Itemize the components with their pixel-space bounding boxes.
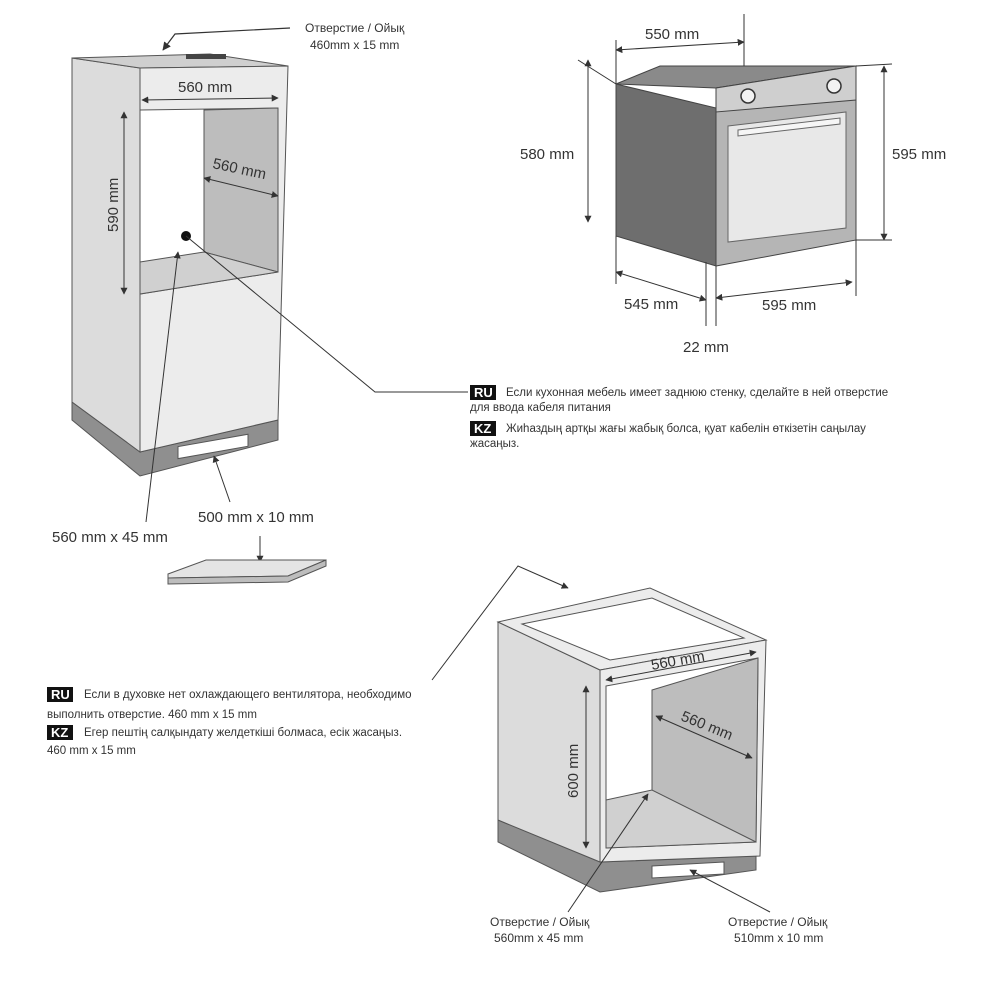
note-vent-ru-line2: выполнить отверстие. 460 mm x 15 mm	[47, 709, 257, 721]
oven-width: 550 mm	[645, 26, 699, 43]
base-cabinet-niche-floor	[605, 789, 757, 849]
vent-shelf-edge	[167, 559, 327, 585]
note-vent: RU Если в духовке нет охлаждающего венти…	[47, 565, 569, 757]
base-right-hole-label: Отверстие / Ойық	[728, 915, 828, 929]
note-cable-ru-line1: Если кухонная мебель имеет заднюю стенку…	[506, 387, 888, 399]
tall-cabinet-side	[71, 57, 141, 453]
base-cabinet: 560 mm 560 mm 600 mm Отверстие / Ойық 56…	[490, 587, 828, 945]
oven-front-width: 595 mm	[762, 297, 816, 314]
oven-knob-left-icon	[740, 88, 756, 104]
note-vent-ru-line1: Если в духовке нет охлаждающего вентилят…	[84, 689, 412, 701]
top-hole-label: Отверстие / Ойық	[305, 21, 405, 35]
oven-body-height: 580 mm	[520, 146, 574, 163]
note-vent-kz-line2: 460 mm x 15 mm	[47, 745, 136, 757]
top-hole	[186, 54, 226, 59]
base-plinth-hole	[651, 861, 725, 879]
base-cabinet-height: 600 mm	[565, 744, 582, 798]
base-left-hole-size: 560mm x 45 mm	[494, 931, 583, 945]
note-cable-kz-line1: Жиһаздың артқы жағы жабық болса, қуат ка…	[506, 423, 866, 435]
ru-badge	[47, 687, 73, 702]
oven-front-height: 595 mm	[892, 146, 946, 163]
oven-door-window	[727, 111, 847, 243]
oven-drawing: 550 mm 580 mm 595 mm 545 mm 595 mm 22 mm	[520, 14, 946, 356]
tall-cabinet-width: 560 mm	[178, 79, 232, 96]
plinth-hole	[177, 433, 249, 460]
oven-door-handle	[737, 117, 841, 137]
ru-badge-text: RU	[474, 385, 493, 400]
tall-cabinet-niche-side	[203, 107, 279, 273]
oven-body-side	[615, 83, 717, 267]
tall-cabinet-height: 590 mm	[105, 178, 122, 232]
kz-badge	[470, 421, 496, 436]
oven-depth: 545 mm	[624, 296, 678, 313]
ru-badge-text: RU	[51, 687, 70, 702]
note-vent-kz-line1: Егер пештің салқындату желдеткіші болмас…	[84, 727, 402, 739]
oven-front-thickness: 22 mm	[683, 339, 729, 356]
tall-cabinet: 560 mm 560 mm 590 mm Отверстие / Ойық 46…	[52, 21, 468, 585]
plinth-hole-size: 500 mm x 10 mm	[198, 509, 314, 526]
oven-knob-right-icon	[826, 78, 842, 94]
base-right-hole-size: 510mm x 10 mm	[734, 931, 823, 945]
base-left-hole-label: Отверстие / Ойық	[490, 915, 590, 929]
top-hole-size: 460mm x 15 mm	[310, 38, 399, 52]
note-cable: RU Если кухонная мебель имеет заднюю сте…	[470, 385, 888, 450]
note-cable-ru-line2: для ввода кабеля питания	[470, 402, 611, 414]
kz-badge-text: KZ	[51, 725, 68, 740]
ru-badge	[470, 385, 496, 400]
note-cable-kz-line2: жасаңыз.	[470, 438, 519, 450]
kz-badge	[47, 725, 73, 740]
hob-surface	[520, 597, 746, 661]
kz-badge-text: KZ	[474, 421, 491, 436]
side-hole-size: 560 mm x 45 mm	[52, 529, 168, 546]
